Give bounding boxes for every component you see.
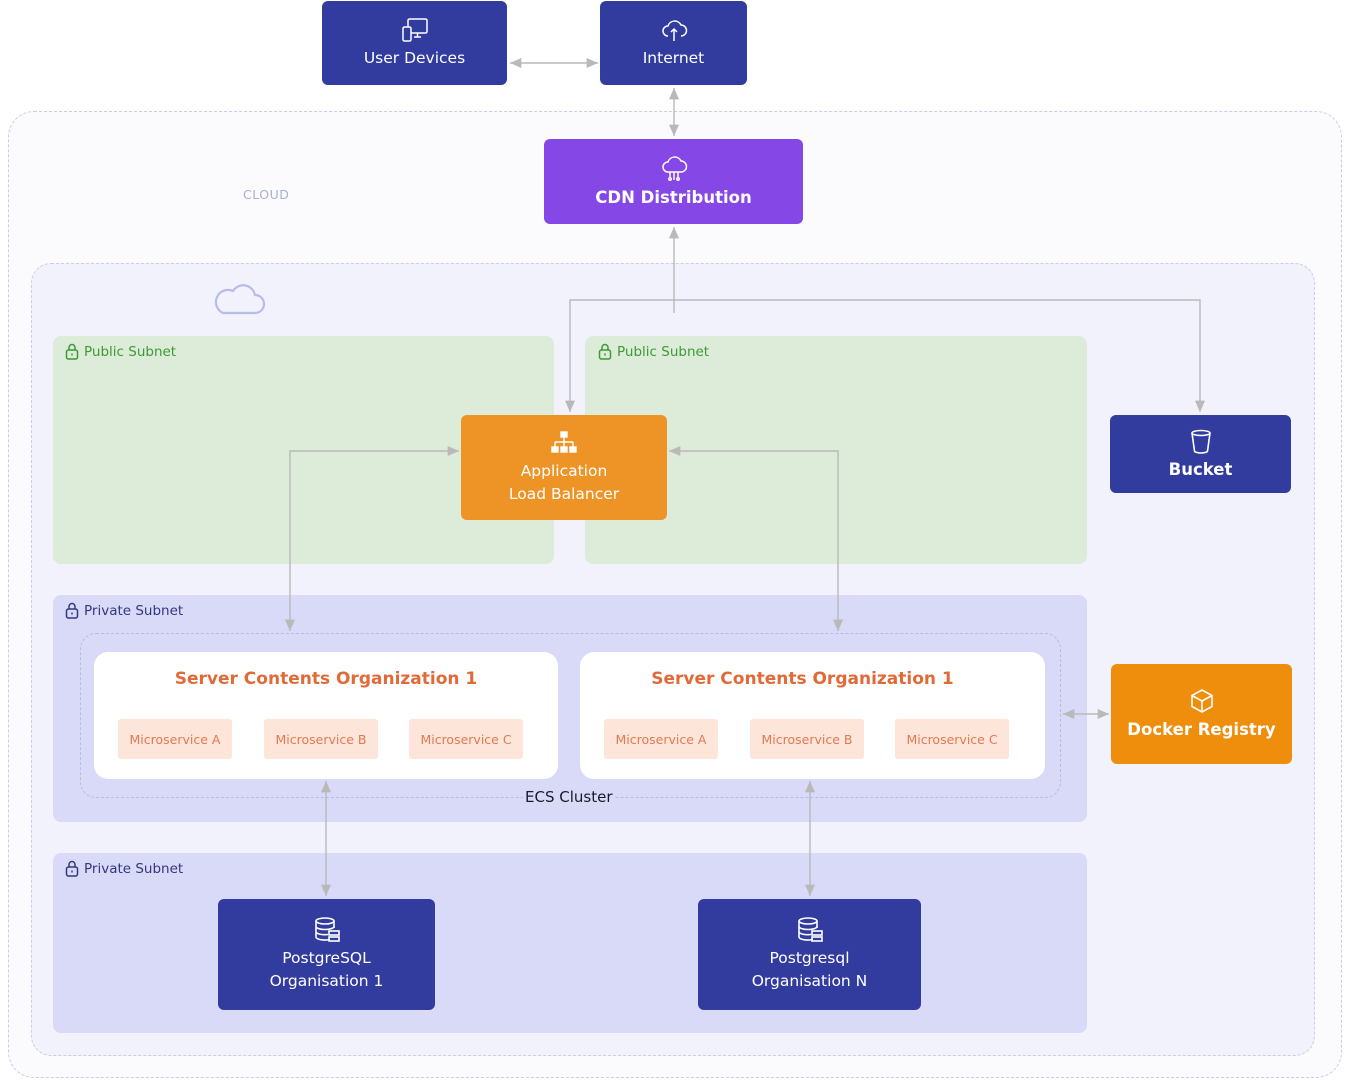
org-container-2: Server Contents Organization 1 Microserv… xyxy=(580,652,1045,779)
public-subnet-1-label: Public Subnet xyxy=(65,343,176,360)
public-subnet-2-label: Public Subnet xyxy=(598,343,709,360)
edge-alb-org2 xyxy=(669,445,844,631)
node-label: CDN Distribution xyxy=(595,187,752,207)
edge-cdn-alb-bucket xyxy=(564,299,1206,412)
microservice-a: Microservice A xyxy=(604,719,718,759)
microservice-b: Microservice B xyxy=(750,719,864,759)
docker-registry-node: Docker Registry xyxy=(1111,664,1292,764)
edge-alb-org1 xyxy=(284,445,459,631)
microservice-c: Microservice C xyxy=(409,719,523,759)
node-label: Docker Registry xyxy=(1127,720,1276,739)
lock-icon xyxy=(65,602,79,619)
cdn-distribution-node: CDN Distribution xyxy=(544,139,803,224)
subnet-label-text: Public Subnet xyxy=(84,343,177,360)
private-subnet-1-label: Private Subnet xyxy=(65,602,183,619)
ecs-cluster-label: ECS Cluster xyxy=(523,788,615,806)
internet-node: Internet xyxy=(600,1,747,85)
org-container-1: Server Contents Organization 1 Microserv… xyxy=(94,652,558,779)
node-label: PostgreSQL Organisation 1 xyxy=(269,949,384,990)
node-label: Internet xyxy=(642,49,705,67)
node-label: Bucket xyxy=(1168,460,1233,479)
subnet-label-text: Public Subnet xyxy=(617,343,710,360)
load-balancer-node: Application Load Balancer xyxy=(461,415,667,520)
cloud-outline-icon xyxy=(214,284,266,315)
lock-icon xyxy=(65,860,79,877)
postgres-orgN-node: Postgresql Organisation N xyxy=(698,899,921,1010)
node-label: Application Load Balancer xyxy=(508,462,620,503)
lock-icon xyxy=(598,343,612,360)
cloud-upload-icon xyxy=(661,20,687,41)
org-title: Server Contents Organization 1 xyxy=(174,669,478,689)
postgres-org1-node: PostgreSQL Organisation 1 xyxy=(218,899,435,1010)
microservice-b: Microservice B xyxy=(264,719,378,759)
microservice-a: Microservice A xyxy=(118,719,232,759)
user-devices-node: User Devices xyxy=(322,1,507,85)
devices-icon xyxy=(401,18,428,42)
private-subnet-2-label: Private Subnet xyxy=(65,860,183,877)
cloud-network-icon xyxy=(661,155,687,181)
node-label: User Devices xyxy=(363,49,466,67)
subnet-label-text: Private Subnet xyxy=(84,860,184,877)
database-icon xyxy=(314,917,340,942)
hierarchy-icon xyxy=(551,431,577,453)
bucket-node: Bucket xyxy=(1110,415,1291,493)
lock-icon xyxy=(65,343,79,360)
org-title: Server Contents Organization 1 xyxy=(651,669,954,689)
database-icon xyxy=(797,917,823,942)
node-label: Postgresql Organisation N xyxy=(751,949,868,990)
cube-icon xyxy=(1190,689,1213,713)
subnet-label-text: Private Subnet xyxy=(84,602,184,619)
bucket-icon xyxy=(1190,429,1211,454)
cloud-label: CLOUD xyxy=(243,187,290,202)
microservice-c: Microservice C xyxy=(895,719,1009,759)
